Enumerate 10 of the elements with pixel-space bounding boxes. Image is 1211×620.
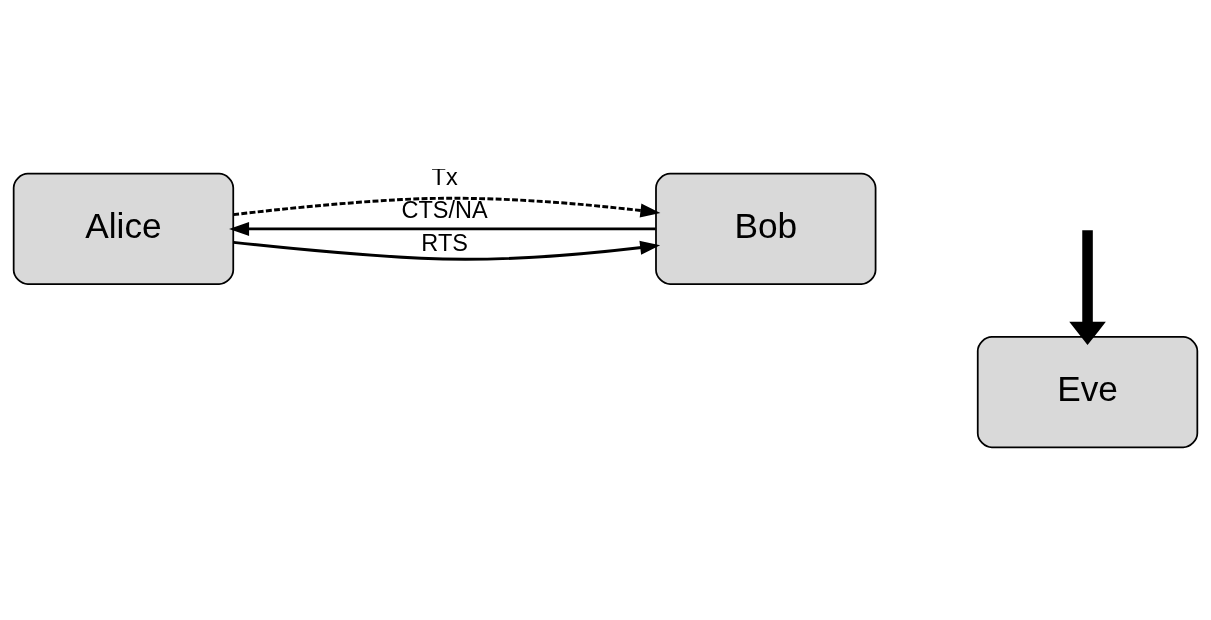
arrow <box>233 196 661 217</box>
arrow <box>1069 229 1106 345</box>
edge-label: Tx <box>431 163 458 190</box>
node-box: Bob <box>655 172 877 285</box>
node-box: Eve <box>976 335 1199 448</box>
edge-label: CTS/NA <box>401 196 488 223</box>
edge-label: RTS <box>421 229 468 256</box>
arrow <box>229 221 656 236</box>
node-box: Alice <box>12 172 235 285</box>
arrow <box>233 240 661 261</box>
